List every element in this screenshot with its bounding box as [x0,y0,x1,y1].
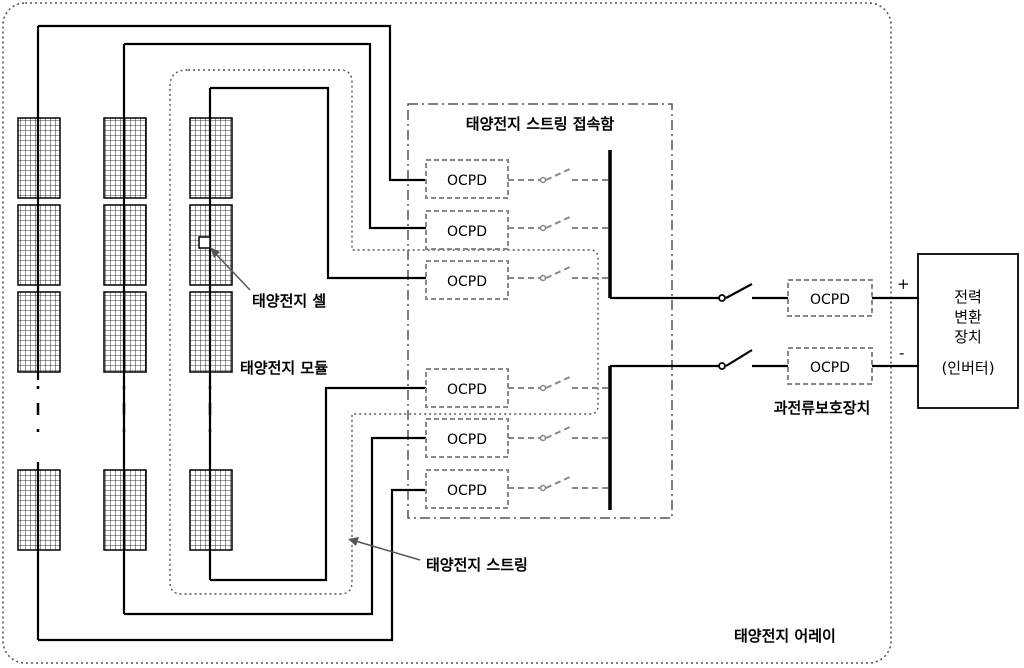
inverter-label-line1: 전력 [954,288,982,306]
main-negative-line [610,349,918,370]
string-label: 태양전지 스트링 [426,556,528,574]
array-label: 태양전지 어레이 [734,627,836,645]
combiner-box-label: 태양전지 스트링 접속함 [466,115,615,133]
ocpd-label: OCPD [447,224,487,240]
inverter-label-line3: 장치 [954,328,982,346]
ocpd-label: OCPD [447,382,487,398]
solar-module [189,204,233,286]
ocpd-label: OCPD [447,483,487,499]
string-boundary [169,69,599,595]
inverter-label-line4: (인버터) [941,359,994,377]
array-boundary [2,2,892,664]
string-switches [508,167,610,492]
ocpd-label: OCPD [447,173,487,189]
ocpd-label: OCPD [447,274,487,290]
string-column-1 [17,24,426,642]
inverter-label-line2: 변환 [954,308,982,326]
string-ocpd-group: OCPD OCPD OCPD OCPD OCPD OCPD [425,159,509,509]
ocpd-device: OCPD [425,210,509,250]
module-label: 태양전지 모듈 [240,359,328,377]
ocpd-device: OCPD [425,418,509,458]
string-column-3 [189,86,426,582]
protection-label: 과전류보호장치 [774,399,871,417]
string-label-arrow [348,537,421,561]
solar-module [103,117,147,199]
ocpd-device: OCPD [425,159,509,199]
cell-label-arrow [210,247,251,291]
inverter-box [917,253,1019,409]
ocpd-label: OCPD [810,292,850,308]
solar-module [103,291,147,373]
main-positive-line [610,283,918,302]
solar-module [103,204,147,286]
combiner-box-boundary [407,103,673,519]
solar-module [17,117,61,199]
string-column-2 [103,42,426,616]
solar-module [189,117,233,199]
plus-sign: + [897,275,910,293]
minus-sign: - [899,344,904,362]
solar-module [17,291,61,373]
ocpd-device: OCPD [425,469,509,509]
solar-module [103,469,147,551]
solar-module [17,204,61,286]
ocpd-label: OCPD [447,432,487,448]
solar-cell-highlight [198,236,211,249]
solar-module [17,469,61,551]
main-ocpd-positive: OCPD [787,279,873,317]
ocpd-device: OCPD [425,368,509,408]
solar-module [189,291,233,373]
solar-module [189,469,233,551]
cell-label: 태양전지 셀 [252,292,326,310]
main-ocpd-negative: OCPD [787,347,873,385]
ocpd-label: OCPD [810,360,850,376]
ocpd-device: OCPD [425,260,509,300]
